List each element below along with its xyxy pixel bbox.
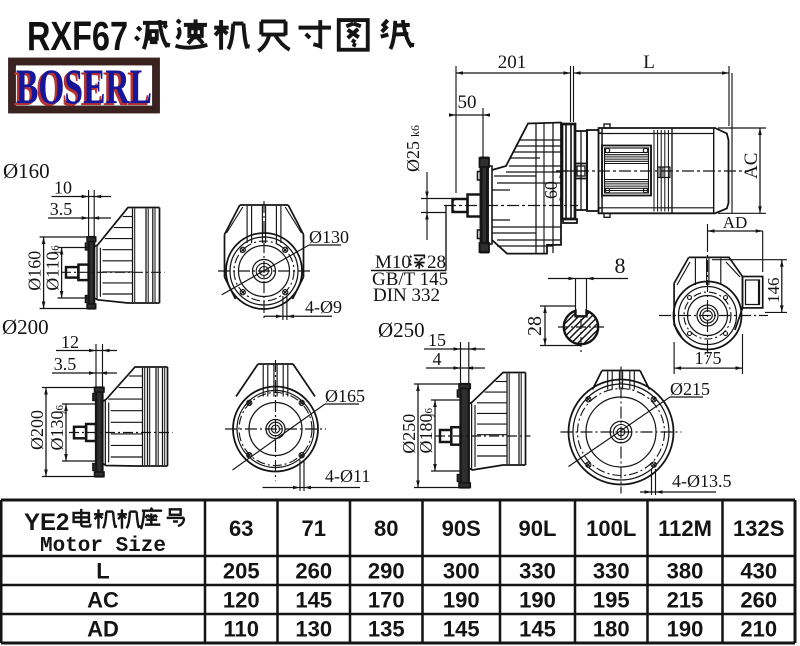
svg-text:8: 8 [615,253,626,278]
svg-text:195: 195 [593,588,630,613]
svg-text:170: 170 [368,588,405,613]
svg-text:330: 330 [593,559,630,584]
svg-text:190: 190 [443,588,480,613]
svg-text:210: 210 [740,617,777,642]
svg-text:RXF67: RXF67 [27,13,128,59]
svg-text:j6: j6 [54,404,66,414]
svg-text:145: 145 [295,588,332,613]
svg-text:Ø215: Ø215 [670,379,710,399]
svg-text:71: 71 [302,516,326,541]
svg-text:4-Ø11: 4-Ø11 [325,466,370,486]
svg-text:132S: 132S [733,516,784,541]
svg-text:380: 380 [667,559,704,584]
svg-text:330: 330 [519,559,556,584]
svg-text:j6: j6 [50,245,62,255]
svg-text:90S: 90S [442,516,481,541]
svg-text:k6: k6 [408,125,422,137]
svg-text:28: 28 [524,316,546,336]
svg-text:50: 50 [458,92,477,113]
svg-text:AC: AC [741,153,762,179]
svg-text:Ø250: Ø250 [399,414,419,454]
svg-text:AC: AC [87,588,119,613]
svg-text:260: 260 [740,588,777,613]
svg-text:120: 120 [223,588,260,613]
svg-text:290: 290 [368,559,405,584]
svg-text:BOSERL: BOSERL [14,60,150,116]
svg-text:3.5: 3.5 [50,199,73,219]
svg-text:Ø200: Ø200 [27,410,47,450]
svg-text:Ø160: Ø160 [3,159,50,183]
svg-text:90L: 90L [519,516,557,541]
svg-text:4-Ø9: 4-Ø9 [305,297,342,317]
svg-text:Ø25: Ø25 [403,141,423,172]
svg-text:Ø200: Ø200 [2,315,49,339]
svg-text:215: 215 [667,588,704,613]
svg-text:L: L [643,52,655,73]
svg-text:180: 180 [593,617,630,642]
svg-text:110: 110 [224,617,260,642]
svg-text:Ø165: Ø165 [325,386,365,406]
svg-text:205: 205 [223,559,260,584]
svg-text:3.5: 3.5 [54,354,77,374]
svg-text:146: 146 [764,278,783,304]
svg-text:Ø250: Ø250 [378,318,425,342]
svg-text:190: 190 [519,588,556,613]
svg-text:130: 130 [295,617,332,642]
svg-text:190: 190 [667,617,704,642]
svg-text:M10: M10 [375,252,411,273]
svg-text:4: 4 [433,349,442,369]
svg-text:j6: j6 [423,407,435,417]
svg-text:4-Ø13.5: 4-Ø13.5 [672,471,732,491]
svg-text:Ø180: Ø180 [416,414,436,454]
svg-text:100L: 100L [586,516,636,541]
svg-text:12: 12 [61,332,79,352]
svg-text:145: 145 [443,617,480,642]
svg-text:AD: AD [87,617,119,642]
svg-text:300: 300 [443,559,480,584]
svg-text:260: 260 [295,559,332,584]
svg-text:112M: 112M [658,516,712,541]
svg-text:AD: AD [723,213,748,232]
svg-text:10: 10 [54,178,72,198]
svg-text:175: 175 [695,348,722,368]
svg-text:Motor Size: Motor Size [40,535,166,558]
svg-text:L: L [96,559,109,584]
svg-text:GB/T 145: GB/T 145 [372,269,448,290]
svg-text:145: 145 [519,617,556,642]
svg-text:DIN 332: DIN 332 [373,285,440,306]
svg-text:15: 15 [428,330,446,350]
svg-text:135: 135 [368,617,405,642]
svg-text:Ø130: Ø130 [47,411,67,451]
svg-text:60: 60 [541,181,561,199]
svg-text:YE2: YE2 [24,509,69,536]
svg-text:63: 63 [229,516,253,541]
svg-text:430: 430 [740,559,777,584]
svg-text:Ø110: Ø110 [43,251,63,290]
svg-text:28: 28 [427,252,446,273]
svg-text:Ø130: Ø130 [309,227,349,247]
svg-text:Ø160: Ø160 [25,251,45,291]
svg-text:BOSERL: BOSERL [16,58,152,114]
svg-text:80: 80 [374,516,398,541]
svg-text:201: 201 [498,52,527,73]
